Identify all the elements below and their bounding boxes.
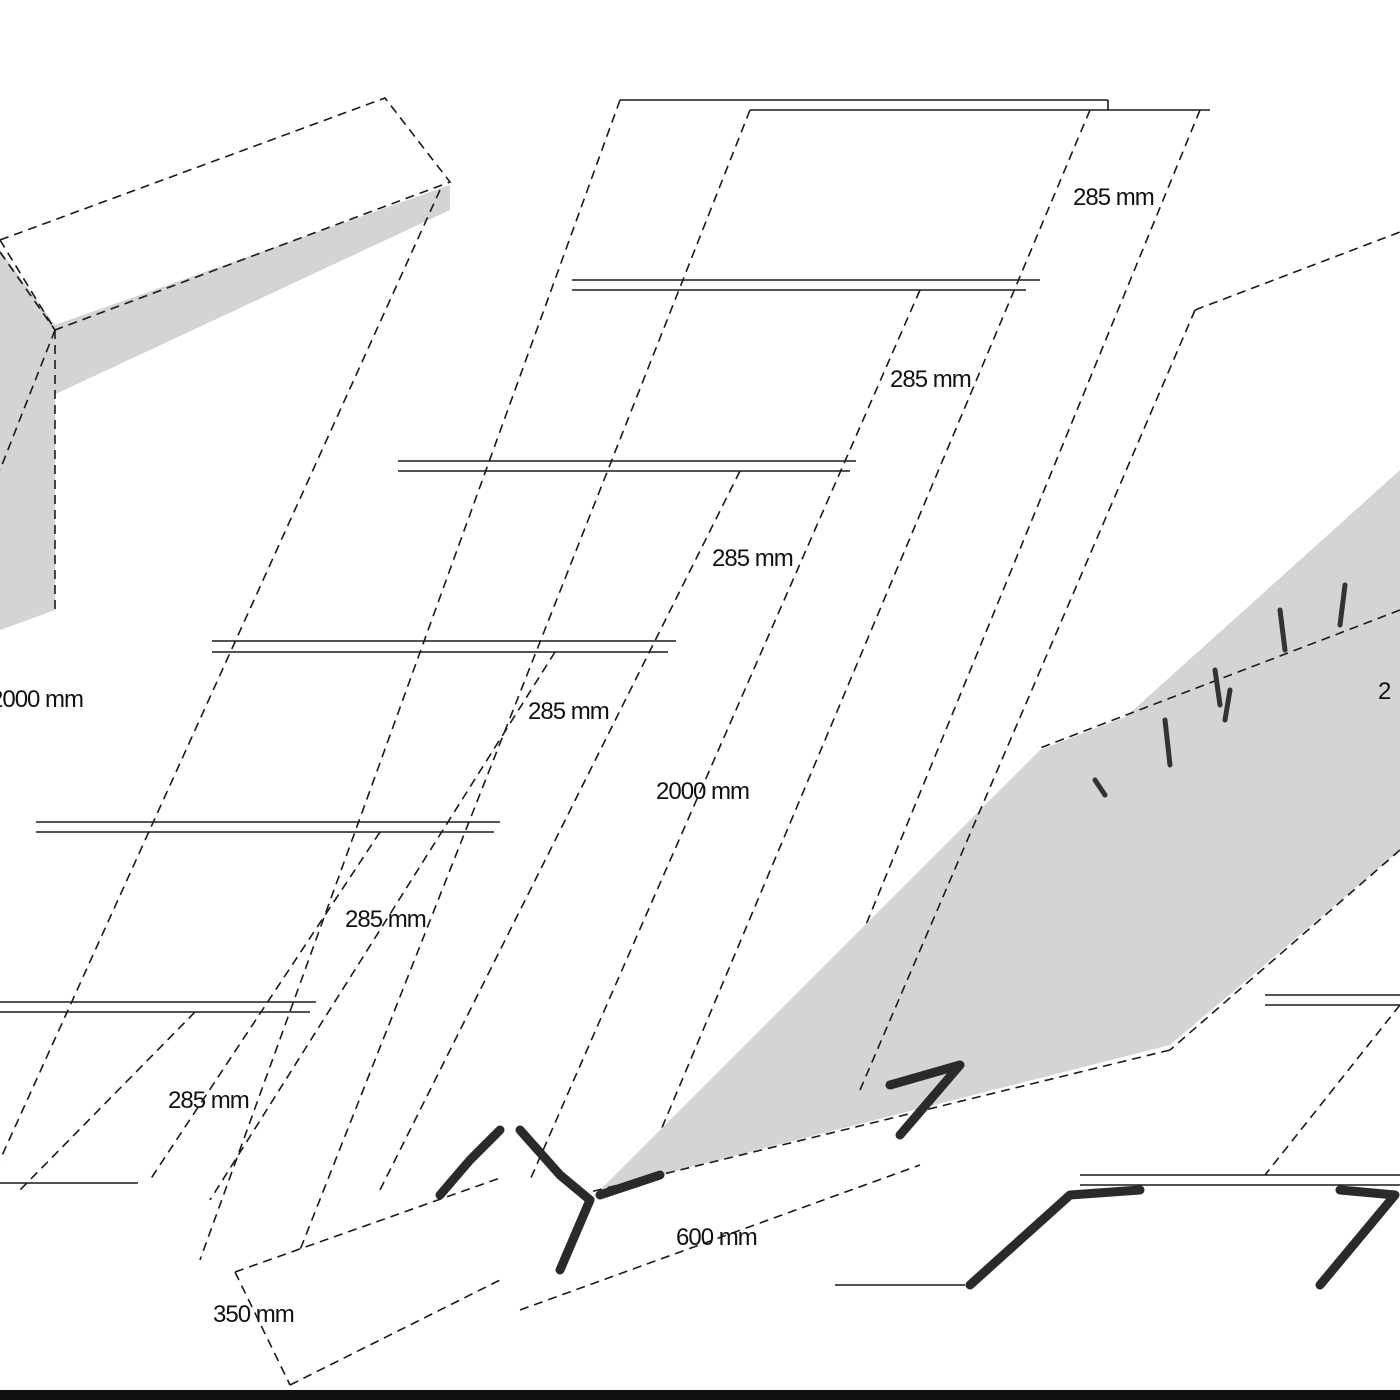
leg-right-back [1315, 1185, 1400, 1290]
shelf-board-6 [0, 1001, 316, 1013]
bottom-edge-bar [0, 1390, 1400, 1400]
leg-front-left [515, 1125, 595, 1275]
shelf-height-label-1: 285 mm [1073, 184, 1154, 211]
width-dimension-line [519, 1164, 921, 1311]
leg-right-front [965, 1185, 1145, 1290]
hinge-arrows [1092, 582, 1348, 798]
width-label: 600 mm [676, 1224, 757, 1251]
total-height-label-center: 2000 mm [656, 778, 749, 805]
shelf-height-label-6: 285 mm [168, 1087, 249, 1114]
right-door-panel [589, 231, 1400, 1193]
shelf-height-label-5: 285 mm [345, 906, 426, 933]
shelf-board-3 [398, 460, 856, 472]
shelf-board-1 [620, 99, 1210, 111]
depth-dimension-line [234, 1177, 501, 1273]
shelf-board-5 [36, 821, 500, 833]
cabinet-legs [435, 1060, 1400, 1290]
bottom-dimensions [234, 1164, 921, 1386]
right-cabinet [835, 994, 1400, 1286]
shelf-height-label-4: 285 mm [528, 698, 609, 725]
total-height-label-left: 2000 mm [0, 686, 83, 713]
left-side-panel [0, 97, 452, 630]
shelf-height-label-3: 285 mm [712, 545, 793, 572]
shelf-height-label-2: 285 mm [890, 366, 971, 393]
leg-front-mid [595, 1170, 665, 1200]
shelf-board-4 [212, 640, 676, 653]
leg-back-left [435, 1125, 505, 1200]
shelf-board-2 [572, 279, 1040, 291]
depth-label: 350 mm [213, 1301, 294, 1328]
shelf-boards [0, 99, 1210, 1184]
right-partial-label: 2 [1378, 678, 1391, 705]
leg-door-bottom [885, 1060, 965, 1140]
